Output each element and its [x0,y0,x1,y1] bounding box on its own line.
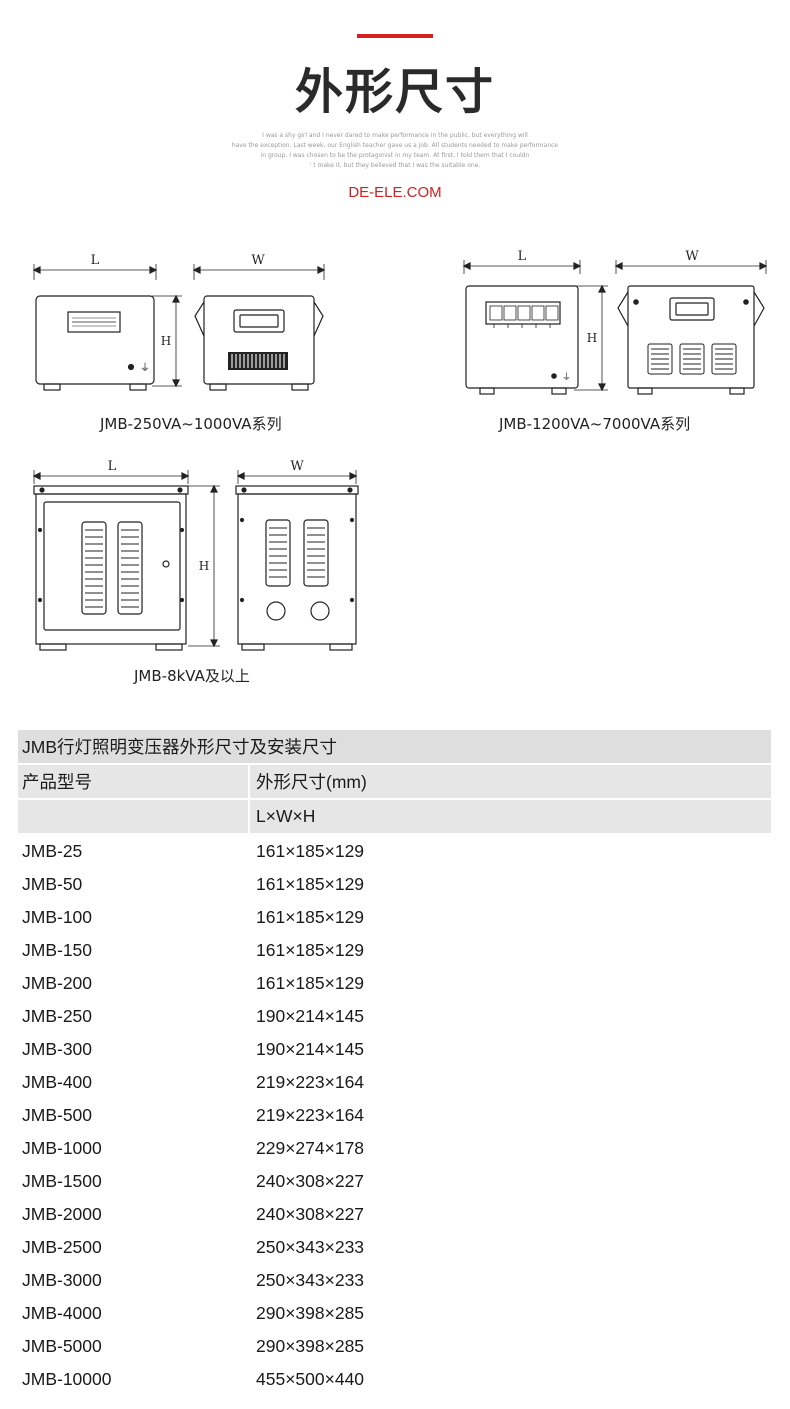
table-row: JMB-250 190×214×145 [18,1000,771,1033]
dims-cell: 219×223×164 [248,1099,771,1132]
table-row: JMB-10000 455×500×440 [18,1363,771,1396]
col-header-dims: 外形尺寸(mm) [248,764,771,800]
table-row: JMB-2000 240×308×227 [18,1198,771,1231]
col-subheader-dims: L×W×H [248,799,771,835]
dims-cell: 455×500×440 [248,1363,771,1396]
dims-cell: 161×185×129 [248,934,771,967]
subtext-line: ' t make it, but they believed that I wa… [309,162,481,169]
table-row: JMB-150 161×185×129 [18,934,771,967]
table-row: JMB-400 219×223×164 [18,1066,771,1099]
dim-label-h: H [199,559,209,573]
dim-label-l: L [91,253,100,268]
table-row: JMB-1500 240×308×227 [18,1165,771,1198]
model-cell: JMB-10000 [22,1369,112,1389]
drawing-medium-series: L ⏚ H W [462,249,768,395]
table-title: JMB行灯照明变压器外形尺寸及安装尺寸 [18,730,771,765]
dims-cell: 161×185×129 [248,901,771,934]
table-row: JMB-4000 290×398×285 [18,1297,771,1330]
model-cell: JMB-5000 [22,1336,102,1356]
model-cell: JMB-4000 [22,1303,102,1323]
dims-cell: 229×274×178 [248,1132,771,1165]
site-url: DE-ELE.COM [348,184,442,201]
table-title-row: JMB行灯照明变压器外形尺寸及安装尺寸 [18,730,771,765]
drawing-caption: JMB-1200VA~7000VA系列 [499,415,691,433]
subtext-line: I was a shy girl and I never dared to ma… [262,132,528,139]
dims-cell: 290×398×285 [248,1330,771,1363]
title-accent-bar [357,34,433,38]
dims-cell: 161×185×129 [248,967,771,1000]
drawing-caption: JMB-8kVA及以上 [134,667,250,685]
dim-label-w: W [251,253,265,268]
decorative-subtext: I was a shy girl and I never dared to ma… [0,131,790,171]
svg-text:⏚: ⏚ [140,362,150,374]
table-row: JMB-25 161×185×129 [18,834,771,868]
model-cell: JMB-500 [22,1105,93,1125]
subtext-line: in group. I was chosen to be the protago… [260,152,530,159]
model-cell: JMB-250 [22,1006,93,1026]
table-row: JMB-300 190×214×145 [18,1033,771,1066]
dims-cell: 240×308×227 [248,1198,771,1231]
model-cell: JMB-100 [22,907,93,927]
dims-cell: 161×185×129 [248,868,771,901]
model-cell: JMB-2500 [22,1237,102,1257]
col-header-model: 产品型号 [18,764,249,800]
model-cell: JMB-50 [22,874,83,894]
drawing-large-series: L H W [32,459,359,651]
dims-cell: 190×214×145 [248,1000,771,1033]
table-subheader-row: L×W×H [18,799,771,835]
table-row: JMB-1000 229×274×178 [18,1132,771,1165]
model-cell: JMB-300 [22,1039,93,1059]
dim-label-h: H [587,331,597,345]
model-cell: JMB-25 [22,841,83,861]
model-cell: JMB-400 [22,1072,93,1092]
model-cell: JMB-1500 [22,1171,102,1191]
subtext-line: have the exception. Last week, our Engli… [231,142,559,149]
drawing-small-series: L ⏚ H W [32,253,326,391]
page-title: 外形尺寸 [294,64,495,120]
dim-label-l: L [108,459,117,474]
dim-label-w: W [685,249,699,264]
model-cell: JMB-3000 [22,1270,102,1290]
dims-cell: 219×223×164 [248,1066,771,1099]
table-row: JMB-500 219×223×164 [18,1099,771,1132]
drawing-caption: JMB-250VA~1000VA系列 [100,415,282,433]
dimensions-table: JMB行灯照明变压器外形尺寸及安装尺寸 产品型号 外形尺寸(mm) L×W×H … [18,730,771,1396]
dims-cell: 290×398×285 [248,1297,771,1330]
model-cell: JMB-1000 [22,1138,102,1158]
dims-cell: 250×343×233 [248,1264,771,1297]
dim-label-h: H [161,334,171,348]
col-subheader-empty [18,799,249,835]
dim-label-l: L [518,249,527,264]
table-row: JMB-50 161×185×129 [18,868,771,901]
dims-cell: 240×308×227 [248,1165,771,1198]
table-row: JMB-200 161×185×129 [18,967,771,1000]
table-header-row: 产品型号 外形尺寸(mm) [18,764,771,800]
dim-label-w: W [290,459,304,474]
dims-cell: 190×214×145 [248,1033,771,1066]
model-cell: JMB-200 [22,973,93,993]
svg-text:⏚: ⏚ [562,372,571,383]
table-row: JMB-100 161×185×129 [18,901,771,934]
table-row: JMB-3000 250×343×233 [18,1264,771,1297]
dims-cell: 250×343×233 [248,1231,771,1264]
table-row: JMB-2500 250×343×233 [18,1231,771,1264]
model-cell: JMB-150 [22,940,93,960]
dims-cell: 161×185×129 [248,834,771,868]
model-cell: JMB-2000 [22,1204,102,1224]
table-row: JMB-5000 290×398×285 [18,1330,771,1363]
